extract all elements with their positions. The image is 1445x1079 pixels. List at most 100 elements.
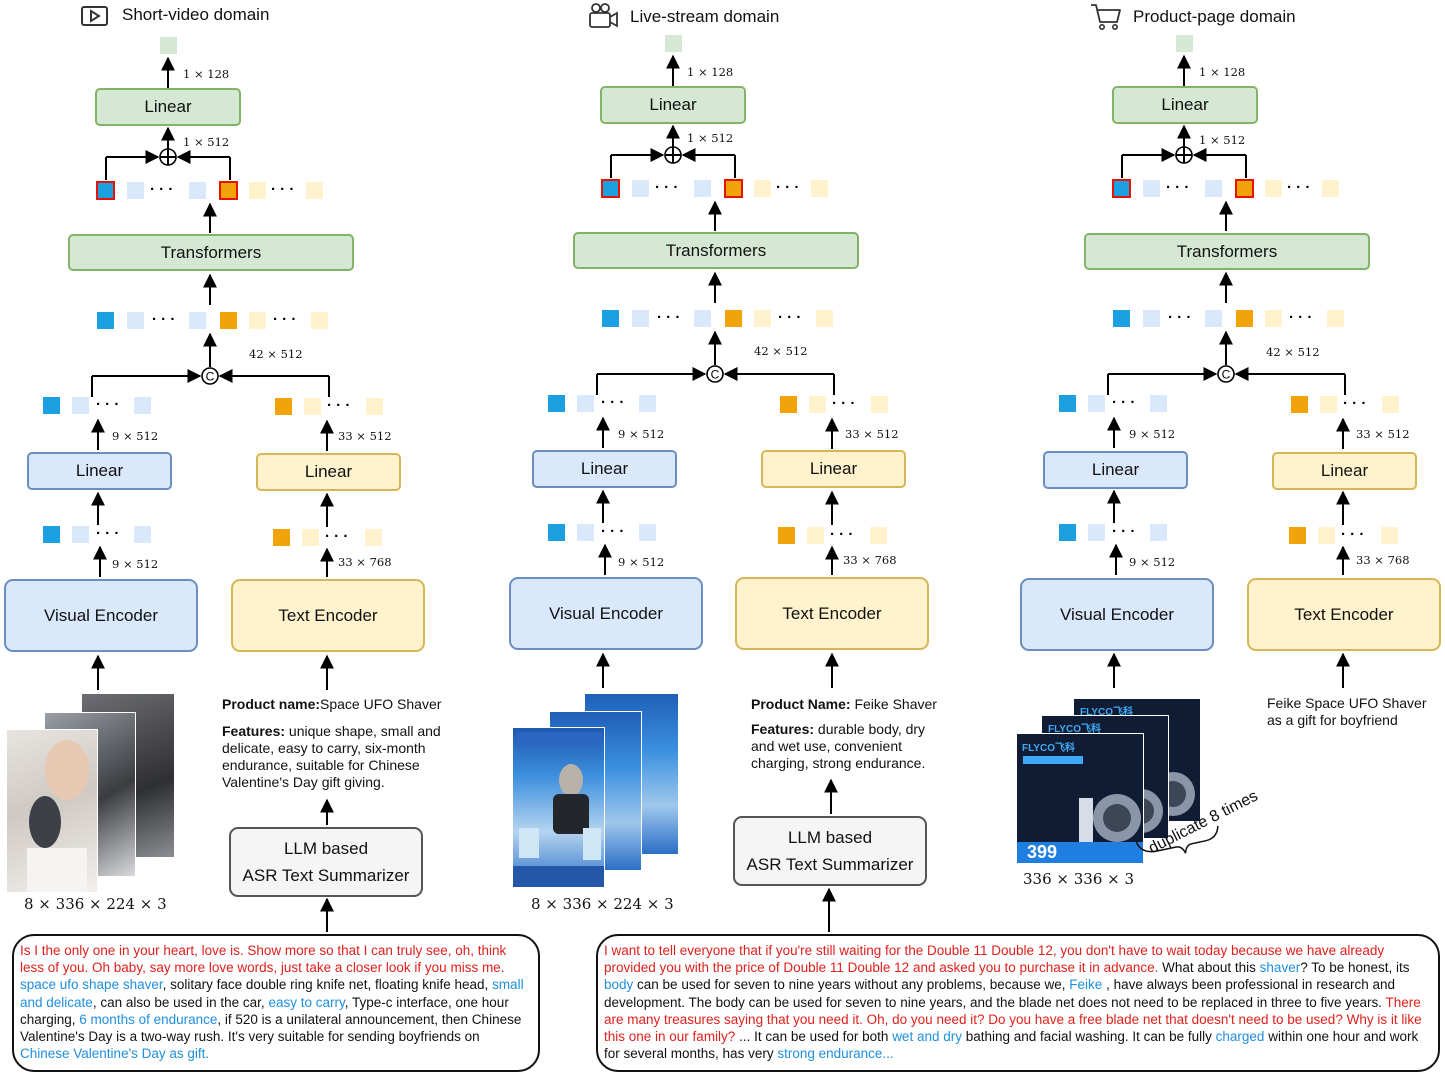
ellipsis-dots: · · ·: [327, 397, 350, 414]
text-token: [811, 180, 828, 197]
text-token: [304, 398, 321, 415]
visual-token: [189, 182, 206, 199]
text-token: [366, 398, 383, 415]
text-cls-token: [220, 312, 237, 329]
transformers-label: Transformers: [665, 240, 767, 260]
transformers-box: Transformers: [573, 232, 859, 269]
text-cls-token: [1236, 310, 1253, 327]
text-token: [807, 527, 824, 544]
llm-label-line2: ASR Text Summarizer: [242, 866, 410, 885]
text-token: [1382, 396, 1399, 413]
text-token: [816, 310, 833, 327]
domain-title: Live-stream domain: [630, 7, 780, 26]
text-linear-box: Linear: [256, 453, 401, 491]
ellipsis-dots: · · ·: [325, 528, 348, 545]
ellipsis-dots: · · ·: [832, 395, 855, 412]
text-token: [302, 529, 319, 546]
product-name-value: Space UFO Shaver: [320, 696, 442, 712]
visual-token: [577, 395, 594, 412]
visual-token: [189, 312, 206, 329]
transcript-segment: 6 months of endurance: [79, 1011, 218, 1027]
text-encoder-box: Text Encoder: [231, 579, 425, 652]
llm-label-line1: LLM based: [787, 828, 873, 847]
visual-cls-token: [1112, 179, 1131, 198]
video-camera-icon: [589, 3, 618, 28]
visual-token: [1205, 310, 1222, 327]
linear-label: Linear: [1161, 95, 1209, 114]
visual-token: [632, 180, 649, 197]
visual-token: [1150, 395, 1167, 412]
product-info: Product Name: Feike Shaver Features: dur…: [751, 696, 951, 772]
text-token: [1320, 396, 1337, 413]
ellipsis-dots: · · ·: [1289, 309, 1312, 326]
dim-concat: 42 × 512: [754, 344, 808, 358]
ellipsis-dots: · · ·: [830, 526, 853, 543]
linear-label: Linear: [1091, 460, 1140, 479]
poster-brand: FLYCO飞科: [1080, 707, 1133, 718]
dim-text-linear: 33 × 512: [338, 429, 392, 443]
output-linear-box: Linear: [1112, 86, 1258, 124]
ellipsis-dots: · · ·: [96, 525, 119, 542]
visual-token: [72, 397, 89, 414]
linear-label: Linear: [144, 97, 192, 116]
product-name-value: Feike Shaver: [854, 696, 937, 712]
image-shape-label: 8 × 336 × 224 × 3: [24, 895, 167, 913]
ellipsis-dots: · · ·: [655, 179, 678, 196]
dim-visual-linear: 9 × 512: [112, 429, 159, 443]
domain-title: Product-page domain: [1133, 7, 1296, 26]
transcript-segment: There are many treasures saying that you…: [604, 994, 1422, 1045]
visual-encoder-label: Visual Encoder: [1059, 604, 1175, 624]
dim-visual-linear: 9 × 512: [1129, 427, 1176, 441]
visual-token: [127, 182, 144, 199]
visual-token: [1205, 180, 1222, 197]
text-token: [754, 180, 771, 197]
linear-label: Linear: [1320, 461, 1369, 480]
ellipsis-dots: · · ·: [1112, 394, 1135, 411]
ellipsis-dots: · · ·: [1166, 179, 1189, 196]
text-linear-box: Linear: [761, 450, 906, 488]
visual-cls-token: [548, 395, 565, 412]
transformers-box: Transformers: [1084, 233, 1370, 270]
concat-symbol: C: [1222, 368, 1231, 382]
transcript-segment: , Type-c interface, one hour charging,: [20, 994, 509, 1027]
poster-price: 399: [1027, 842, 1058, 862]
shopping-cart-icon: [1091, 4, 1121, 30]
ellipsis-dots: · · ·: [1168, 309, 1191, 326]
features-value: durable body, dry and wet use, convenien…: [751, 721, 926, 771]
visual-encoder-label: Visual Encoder: [548, 603, 664, 623]
product-poster-image: FLYCO飞科 399: [1016, 733, 1144, 864]
text-linear-box: Linear: [1272, 452, 1417, 490]
dim-linear-out: 1 × 512: [183, 135, 230, 149]
product-name-key: Product name:: [222, 696, 321, 712]
transcript-segment: charged: [1215, 1029, 1265, 1045]
transcript-segment: , have always been professional in resea…: [604, 977, 1395, 1010]
visual-token: [134, 397, 151, 414]
dim-text-linear: 33 × 512: [845, 427, 899, 441]
transformers-label: Transformers: [1176, 241, 1278, 261]
text-token: [1318, 527, 1335, 544]
text-cls-token: [724, 179, 743, 198]
visual-token: [1143, 310, 1160, 327]
concat-symbol: C: [711, 368, 720, 382]
visual-encoder-label: Visual Encoder: [43, 605, 159, 625]
text-cls-token: [778, 527, 795, 544]
visual-linear-box: Linear: [27, 452, 172, 490]
visual-token: [632, 310, 649, 327]
transcript-segment: easy to carry: [268, 994, 345, 1010]
text-token: [249, 312, 266, 329]
transcript-segment: Feike: [1069, 977, 1103, 993]
visual-cls-token: [43, 397, 60, 414]
transcript-segment: bathing and facial washing. It can be fu…: [961, 1029, 1216, 1045]
visual-token: [1150, 524, 1167, 541]
visual-encoder-box: Visual Encoder: [1020, 578, 1214, 651]
features-key: Features:: [222, 723, 286, 739]
linear-label: Linear: [649, 95, 697, 114]
text-token: [754, 310, 771, 327]
llm-label-line1: LLM based: [283, 839, 369, 858]
text-token: [1265, 310, 1282, 327]
ellipsis-dots: · · ·: [1287, 179, 1310, 196]
ellipsis-dots: · · ·: [601, 523, 624, 540]
ellipsis-dots: · · ·: [776, 179, 799, 196]
